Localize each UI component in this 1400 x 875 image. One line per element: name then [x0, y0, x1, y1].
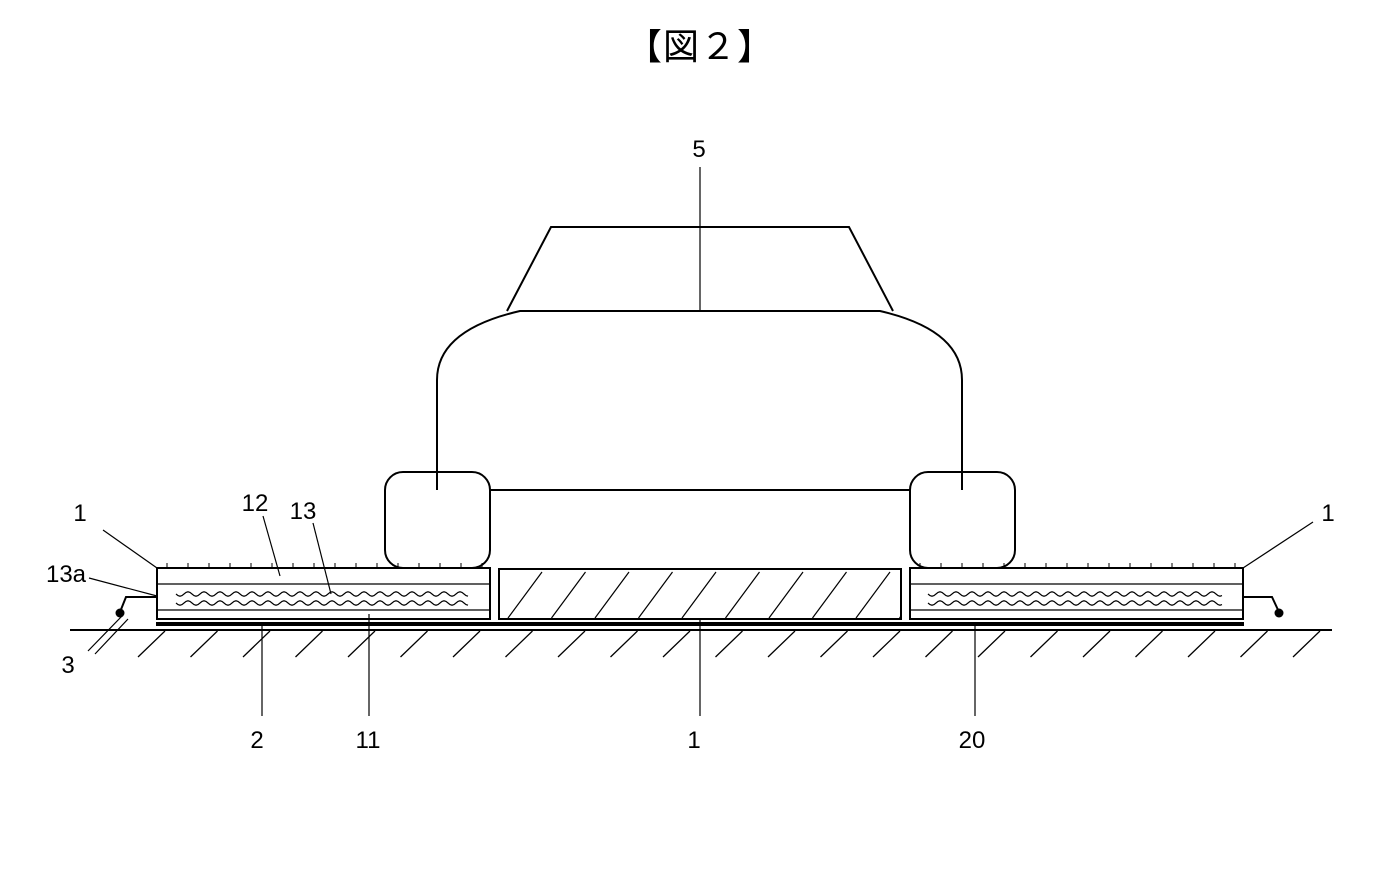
label-12: 12 [242, 490, 269, 517]
right-panel-board [909, 563, 1244, 620]
right-wheel [909, 471, 1016, 569]
label-1-center: 1 [687, 727, 700, 754]
label-20: 20 [959, 727, 986, 754]
ground [70, 629, 1332, 658]
label-3: 3 [61, 652, 74, 679]
label-11: 11 [356, 727, 381, 754]
label-13: 13 [290, 498, 317, 525]
left-connector [115, 596, 157, 618]
label-1-right: 1 [1321, 500, 1334, 527]
label-1-left: 1 [73, 500, 86, 527]
label-5: 5 [692, 136, 705, 163]
left-panel-board [156, 563, 491, 620]
center-board [498, 568, 902, 620]
left-wheel [384, 471, 491, 569]
label-2: 2 [250, 727, 263, 754]
right-connector [1243, 596, 1284, 618]
figure-title: 【図２】 [625, 27, 774, 68]
label-13a: 13a [46, 561, 87, 588]
leader-lines [87, 167, 1314, 716]
